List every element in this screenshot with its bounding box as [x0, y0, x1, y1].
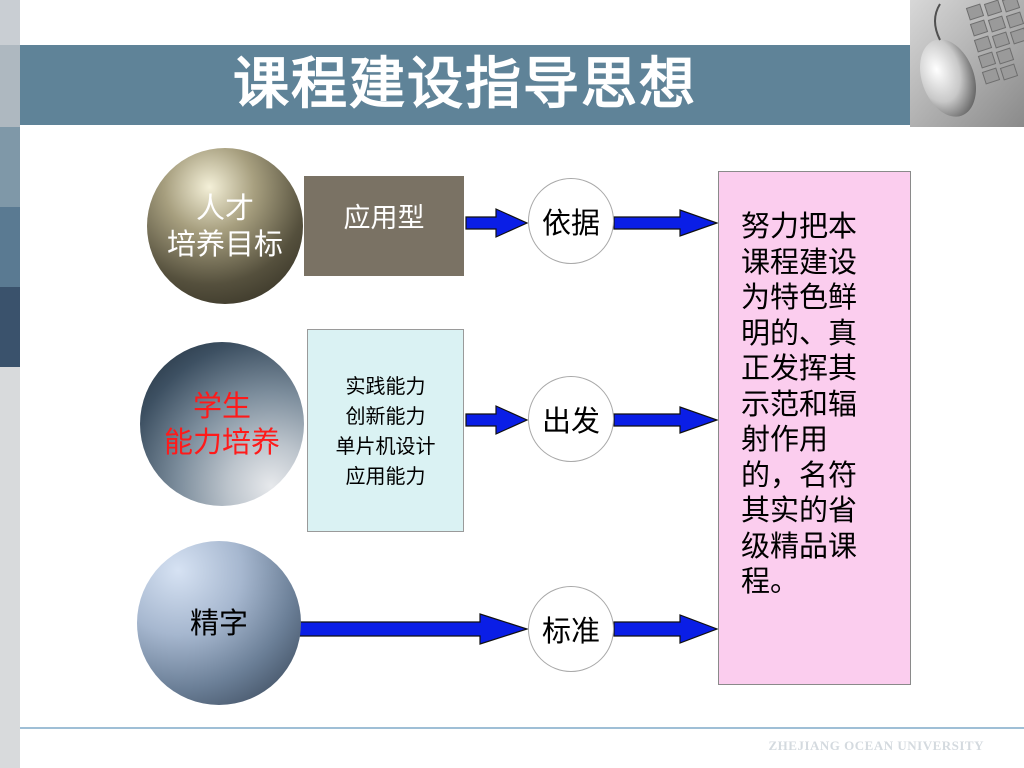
left-strip-segment — [0, 367, 20, 768]
footer-divider — [20, 727, 1024, 729]
left-strip-segment — [0, 207, 20, 287]
left-strip-segment — [0, 0, 20, 45]
standard-node: 标准 — [528, 586, 614, 672]
left-strip-segment — [0, 127, 20, 207]
arrow-icon — [613, 209, 719, 237]
basis-node: 依据 — [528, 178, 614, 264]
student-ability-line: 能力培养 — [163, 425, 280, 459]
arrow-icon — [465, 208, 529, 238]
goal-statement-text: 努力把本课程建设为特色鲜明的、真正发挥其示范和辐射作用的，名符其实的省级精品课程… — [741, 209, 858, 598]
goal-statement-box: 努力把本课程建设为特色鲜明的、真正发挥其示范和辐射作用的，名符其实的省级精品课程… — [718, 171, 911, 685]
ability-list-box: 实践能力 创新能力 单片机设计 应用能力 — [307, 329, 464, 532]
student-ability-circle: 学生 能力培养 — [140, 342, 304, 506]
arrow-icon — [613, 406, 719, 434]
ability-item: 创新能力 — [345, 403, 426, 428]
left-strip-segment — [0, 45, 20, 127]
application-type-box: 应用型 — [304, 176, 464, 276]
student-ability-line: 学生 — [192, 389, 251, 423]
ability-item: 单片机设计 — [335, 433, 436, 458]
talent-goal-circle: 人才 培养目标 — [147, 148, 303, 304]
slide-title: 课程建设指导思想 — [233, 52, 697, 117]
arrow-icon — [613, 614, 719, 644]
keyboard-mouse-image — [910, 0, 1024, 127]
title-band — [20, 45, 910, 125]
ability-item: 应用能力 — [345, 463, 426, 488]
talent-goal-line: 培养目标 — [166, 227, 283, 261]
refinement-label: 精字 — [189, 606, 248, 640]
arrow-icon — [298, 613, 529, 645]
footer-university: ZHEJIANG OCEAN UNIVERSITY — [768, 738, 984, 753]
starting-point-node: 出发 — [528, 376, 614, 462]
refinement-circle: 精字 — [137, 541, 301, 705]
talent-goal-line: 人才 — [195, 191, 254, 225]
left-strip-segment — [0, 287, 20, 367]
ability-item: 实践能力 — [345, 373, 426, 398]
arrow-icon — [465, 405, 529, 435]
